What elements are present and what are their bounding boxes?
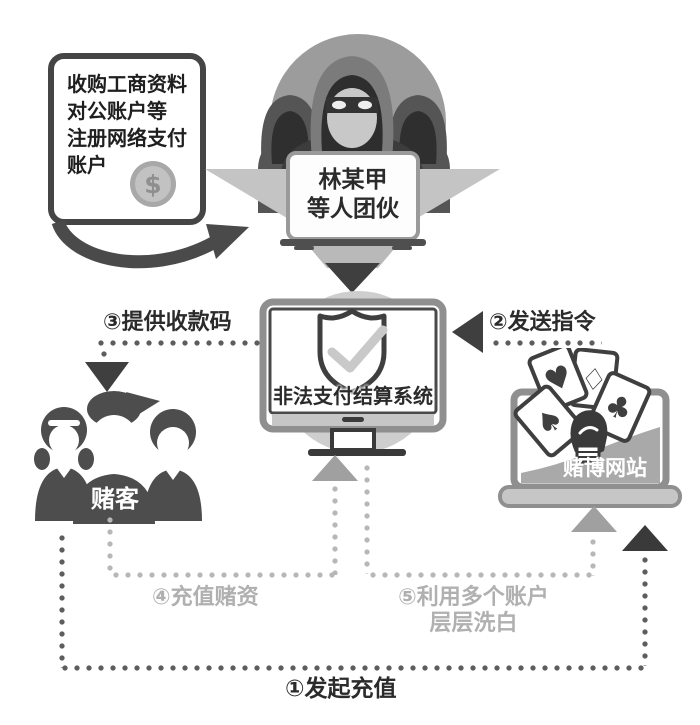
step5-label-line-2: 层层洗白 <box>429 611 518 637</box>
hacker-group-name: 林某甲 等人团伙 <box>288 166 418 224</box>
dollar-coin-icon: $ <box>130 161 176 207</box>
step2-line-horizontal <box>490 340 602 346</box>
hacker-name-line-2: 等人团伙 <box>307 196 399 222</box>
step3-label: ③提供收款码 <box>103 310 232 335</box>
step3-line-horizontal <box>95 340 260 346</box>
step5-line-h <box>367 572 593 578</box>
arrow-down-to-system-icon <box>325 263 380 293</box>
info-box-line-1: 收购工商资料 <box>67 72 187 96</box>
monitor-stand <box>330 428 376 452</box>
step1-label: ①发起充值 <box>285 676 397 702</box>
step4-line-h <box>110 572 338 578</box>
gambling-site-label: 赌博网站 <box>563 456 647 480</box>
step4-arrow-up-icon <box>312 455 358 481</box>
info-box-line-2: 对公账户等 <box>67 99 167 123</box>
funnel-shape <box>305 242 400 268</box>
step4-label: ④充值赌资 <box>152 585 259 610</box>
step4-line-v1 <box>107 514 113 576</box>
step5-label: ⑤利用多个账户 层层洗白 <box>386 585 561 638</box>
curved-arrow-icon <box>51 219 249 269</box>
curved-arrow-shaft <box>51 219 217 269</box>
info-box-line-4: 账户 <box>67 153 107 177</box>
hacker-group-illustration <box>205 34 500 293</box>
curved-arrow-head <box>206 224 249 259</box>
step3-line-vertical <box>101 348 107 361</box>
hand-icon <box>570 410 608 464</box>
step4-line-v2 <box>332 483 338 575</box>
gamblers-illustration <box>34 391 202 524</box>
step5-line-v1 <box>364 462 370 574</box>
step5-arrow-up-icon <box>571 506 617 532</box>
dollar-symbol: $ <box>135 166 171 202</box>
step2-arrow-left-icon <box>452 311 483 353</box>
step1-arrow-up-icon <box>622 525 668 551</box>
gamblers-label: 赌客 <box>91 485 139 513</box>
payment-system-illustration <box>259 291 447 456</box>
gambling-site-illustration: ♢ ♥ ♠ ♣ <box>498 348 682 508</box>
shield-check-icon <box>317 308 388 395</box>
gambler-man-right <box>144 409 202 521</box>
step5-line-v2 <box>590 536 596 576</box>
step3-arrow-down-icon <box>85 362 129 392</box>
step5-label-line-1: ⑤利用多个账户 <box>398 585 549 610</box>
info-box: 收购工商资料 对公账户等 注册网络支付 账户 <box>48 53 206 225</box>
payment-system-label: 非法支付结算系统 <box>273 384 433 408</box>
step1-line-h <box>59 665 649 671</box>
site-laptop-base <box>498 485 682 508</box>
info-box-line-3: 注册网络支付 <box>67 126 187 150</box>
step1-line-v2 <box>642 554 648 666</box>
step1-line-v1 <box>59 532 65 668</box>
step2-label: ②发送指令 <box>489 310 596 335</box>
monitor-base <box>308 449 406 456</box>
gambler-man-center <box>73 391 160 524</box>
monitor-power-dash <box>342 417 364 422</box>
hacker-laptop-icon <box>280 151 426 250</box>
hacker-name-line-1: 林某甲 <box>318 167 388 193</box>
